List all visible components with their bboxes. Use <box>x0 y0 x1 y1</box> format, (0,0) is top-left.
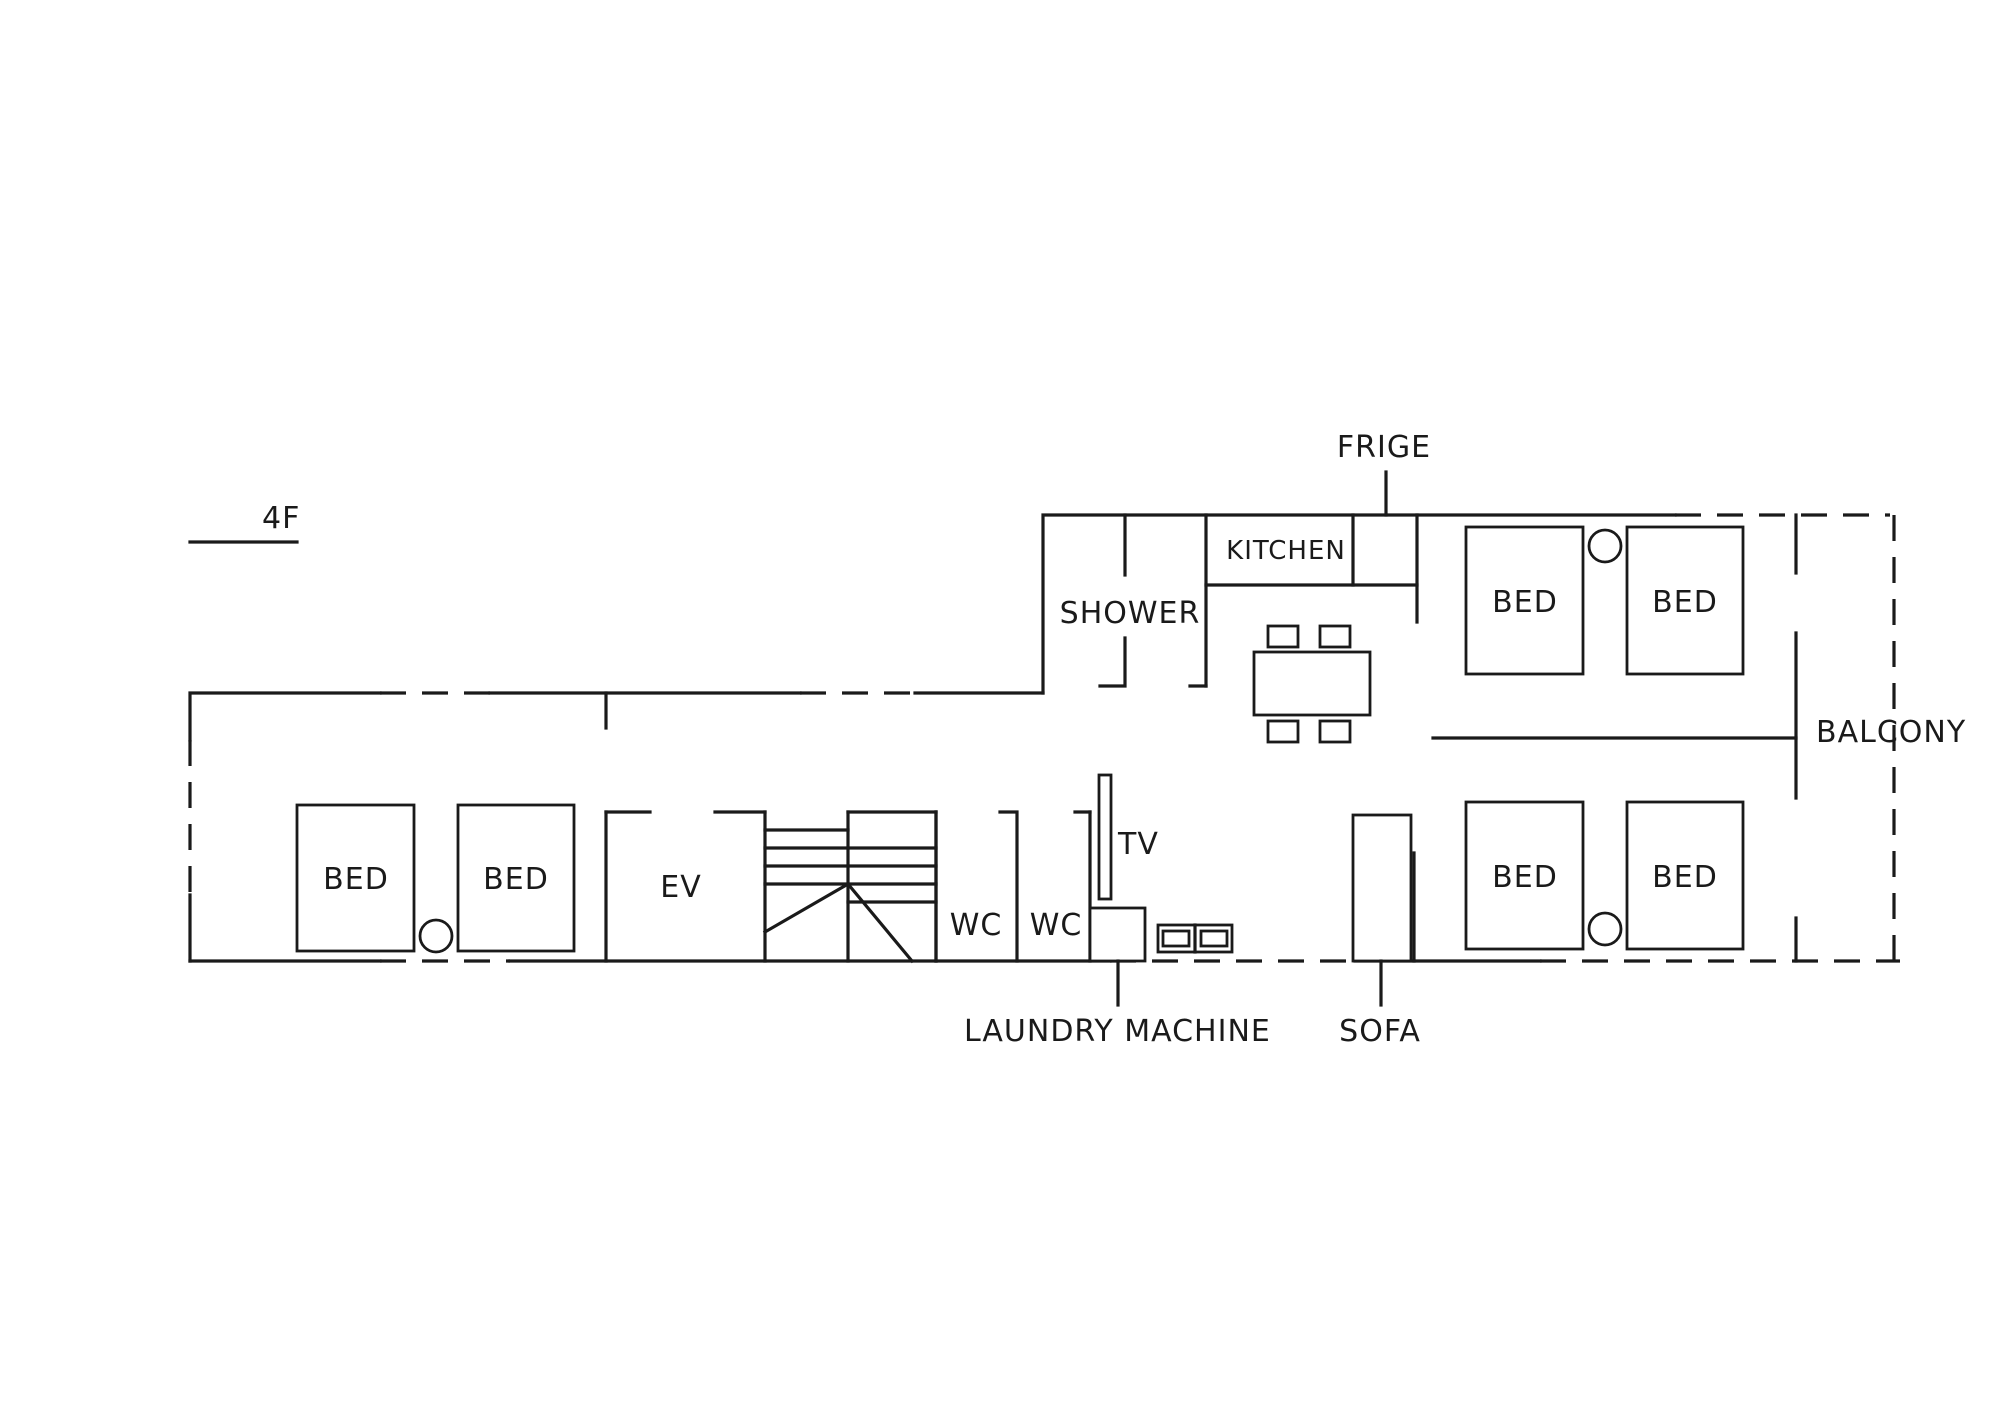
bed-top-1: BED <box>1464 525 1585 676</box>
ev-label: EV <box>660 870 701 905</box>
wc-label-2: WC <box>1030 908 1083 943</box>
sofa-label: SOFA <box>1339 1014 1421 1049</box>
nightstand-top <box>1587 528 1623 564</box>
bed-bottom-1: BED <box>1464 800 1585 951</box>
laundry-machine: LAUNDRY MACHINE <box>964 906 1271 1049</box>
bed-label: BED <box>1492 585 1558 620</box>
balcony-label: BALCONY <box>1816 715 1966 750</box>
floor-label: 4F <box>262 501 300 536</box>
bed-label: BED <box>1492 860 1558 895</box>
sofa: SOFA <box>1339 813 1421 1049</box>
staircase <box>762 810 938 964</box>
stove <box>1156 923 1234 954</box>
kitchen-label: KITCHEN <box>1226 536 1346 566</box>
interior-walls <box>604 513 1798 963</box>
wc-label-1: WC <box>950 908 1003 943</box>
bed-left-1: BED <box>295 803 416 953</box>
tv-label: TV <box>1117 827 1159 862</box>
shower-label: SHOWER <box>1060 596 1201 631</box>
fridge: FRIGE <box>1337 430 1431 517</box>
bed-label: BED <box>1652 585 1718 620</box>
bed-label: BED <box>1652 860 1718 895</box>
floor-indicator: 4F <box>188 501 300 544</box>
laundry-label: LAUNDRY MACHINE <box>964 1014 1271 1049</box>
bed-bottom-2: BED <box>1625 800 1745 951</box>
dining-table <box>1252 624 1372 744</box>
bed-label: BED <box>323 862 389 897</box>
bed-top-2: BED <box>1625 525 1745 676</box>
bed-label: BED <box>483 862 549 897</box>
bed-left-2: BED <box>456 803 576 953</box>
frige-label: FRIGE <box>1337 430 1431 465</box>
nightstand-bottom <box>1587 911 1623 947</box>
tv: TV <box>1097 773 1159 901</box>
nightstand-left <box>418 918 454 954</box>
